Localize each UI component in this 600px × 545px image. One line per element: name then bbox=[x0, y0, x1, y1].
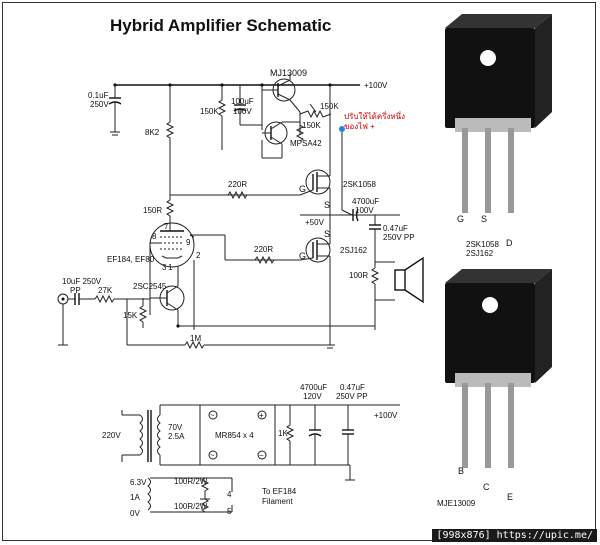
cap-100uf-label: 100uF bbox=[231, 97, 254, 106]
bias-note-line1: ปรับให้ได้ครึ่งหนึ่ง bbox=[344, 110, 405, 121]
plus100v-label: +100V bbox=[364, 81, 388, 90]
transformer-secondary-icon bbox=[157, 414, 161, 456]
cap-4700-label: 4700uF bbox=[352, 197, 379, 206]
cap-4700-voltage: 100V bbox=[355, 206, 374, 215]
s-label-1: S bbox=[324, 200, 330, 210]
psu-cap047-label: 0.47uF bbox=[340, 383, 365, 392]
cap-100uf-voltage: 100V bbox=[233, 107, 252, 116]
r-1k-label: 1K bbox=[278, 429, 288, 438]
fil-note2: Filament bbox=[262, 497, 293, 506]
mpsa42-label: MPSA42 bbox=[290, 139, 322, 148]
r-15k-label: 15K bbox=[123, 311, 138, 320]
cap-047-voltage: 250V PP bbox=[383, 233, 415, 242]
fil-0v-label: 0V bbox=[130, 509, 140, 518]
sec-voltage-label: 70V bbox=[168, 423, 183, 432]
g-label-1: G bbox=[299, 184, 306, 194]
sj162-label: 2SJ162 bbox=[340, 246, 368, 255]
filament-winding-icon bbox=[147, 477, 151, 511]
input-cap-label: 10uF 250V bbox=[62, 277, 102, 286]
bridge-rectifier-box bbox=[199, 404, 276, 466]
amplifier-circuit: +100V 0.1uF 250V 8K2 150K 100uF 100V bbox=[57, 68, 424, 350]
g-label-2: G bbox=[299, 251, 306, 261]
bridge-minus: − bbox=[259, 451, 264, 460]
fil-r1-label: 100R/2W bbox=[174, 477, 208, 486]
cap-047-label: 0.47uF bbox=[383, 224, 408, 233]
fil-r2-label: 100R/2W bbox=[174, 502, 208, 511]
bjt-package-icon: B C E MJE13009 bbox=[437, 269, 552, 508]
cap-0.1uf-label: 0.1uF bbox=[88, 91, 109, 100]
sk1058-label: 2SK1058 bbox=[343, 180, 376, 189]
bridge-ac2: ~ bbox=[210, 451, 215, 460]
r-27k-label: 27K bbox=[98, 286, 113, 295]
r-150k-a-label: 150K bbox=[200, 107, 219, 116]
pin8-label: 8 bbox=[152, 232, 157, 241]
fil-63v-label: 6.3V bbox=[130, 478, 147, 487]
bridge-ac1: ~ bbox=[210, 411, 215, 420]
psu-cap047-voltage: 250V PP bbox=[336, 392, 368, 401]
r-150r-label: 150R bbox=[143, 206, 162, 215]
r-150k-c-label: 150K bbox=[302, 121, 321, 130]
test-point-marker bbox=[339, 126, 345, 132]
bjt-pin-c: C bbox=[483, 482, 490, 492]
pin3-label: 3 bbox=[162, 263, 167, 272]
power-supply-circuit: 220V 70V 2.5A ~ ~ + − MR854 x 4 +100V 1K… bbox=[102, 383, 400, 518]
mosfet-pin-s: S bbox=[481, 214, 487, 224]
mosfet-label-2: 2SJ162 bbox=[466, 249, 494, 258]
transformer-primary-icon bbox=[139, 414, 143, 456]
mj13009-label: MJ13009 bbox=[270, 68, 307, 78]
fil-1a-label: 1A bbox=[130, 493, 140, 502]
s-label-2: S bbox=[324, 229, 330, 239]
pin7-label: 7 bbox=[164, 222, 169, 231]
r-220r-a-label: 220R bbox=[228, 180, 247, 189]
mosfet-label-1: 2SK1058 bbox=[466, 240, 499, 249]
pin2-label: 2 bbox=[196, 251, 201, 260]
watermark-badge: [998x876] https://upic.me/ bbox=[432, 529, 597, 542]
bias-note-line2: ของไฟ + bbox=[344, 122, 375, 131]
psu-cap4700-label: 4700uF bbox=[300, 383, 327, 392]
sec-current-label: 2.5A bbox=[168, 432, 185, 441]
fil-note1: To EF184 bbox=[262, 487, 297, 496]
bridge-plus: + bbox=[259, 411, 264, 420]
input-cap-pp: PP bbox=[70, 286, 81, 295]
r-220r-b-label: 220R bbox=[254, 245, 273, 254]
psu-plus100v-label: +100V bbox=[374, 411, 398, 420]
pin1-label: 1 bbox=[168, 263, 173, 272]
speaker-icon bbox=[394, 269, 406, 291]
r-8k2-label: 8K2 bbox=[145, 128, 160, 137]
fil-pin5-label: 5 bbox=[227, 507, 232, 516]
pin9-label: 9 bbox=[186, 238, 191, 247]
mosfet-pin-g: G bbox=[457, 214, 464, 224]
image-frame bbox=[2, 2, 596, 541]
ac-voltage-label: 220V bbox=[102, 431, 121, 440]
bjt-pin-b: B bbox=[458, 466, 464, 476]
bridge-label: MR854 x 4 bbox=[215, 431, 254, 440]
bjt-label: MJE13009 bbox=[437, 499, 476, 508]
mosfet-package-icon: G S D 2SK1058 2SJ162 bbox=[445, 14, 552, 258]
speaker-cone bbox=[404, 256, 424, 304]
cap-0.1uf-voltage: 250V bbox=[90, 100, 109, 109]
plus50v-label: +50V bbox=[305, 218, 325, 227]
bjt-pin-e: E bbox=[507, 492, 513, 502]
r-100r-label: 100R bbox=[349, 271, 368, 280]
mosfet-pin-d: D bbox=[506, 238, 513, 248]
r-1m-label: 1M bbox=[190, 334, 201, 343]
page-title: Hybrid Amplifier Schematic bbox=[110, 16, 331, 35]
npn-label: 2SC2545 bbox=[133, 282, 167, 291]
tube-type-label: EF184, EF80 bbox=[107, 255, 155, 264]
psu-cap4700-voltage: 120V bbox=[303, 392, 322, 401]
fil-pin4-label: 4 bbox=[227, 490, 232, 499]
